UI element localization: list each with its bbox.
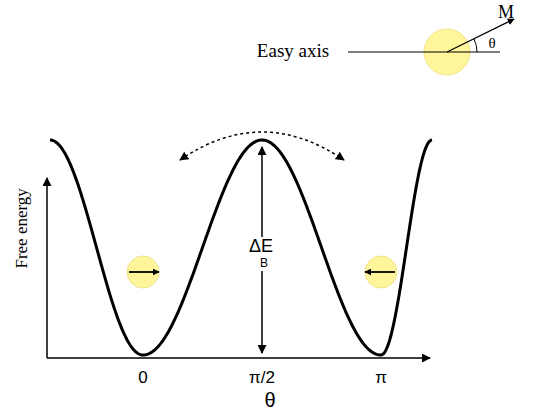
- axis-label: Easy axis: [257, 41, 329, 62]
- switching-arrow: [180, 132, 344, 160]
- barrier-label: ΔE: [247, 237, 275, 257]
- angle-label: θ: [488, 35, 495, 52]
- axis-title: θ: [264, 389, 275, 411]
- angle-arc: [474, 39, 477, 52]
- tick-label: 0: [138, 369, 147, 388]
- x-axis: [47, 357, 430, 359]
- magnetization-arrow: [447, 19, 514, 52]
- particle: [365, 256, 397, 288]
- energy-curve: [50, 140, 432, 355]
- y-axis: [46, 178, 48, 358]
- particle: [127, 256, 159, 288]
- vector-label: M: [498, 3, 514, 23]
- tick-label: π: [375, 369, 387, 388]
- subscript-label: B: [258, 257, 270, 270]
- tick-label: π/2: [249, 369, 275, 388]
- moment-arrow: [129, 271, 159, 273]
- moment-arrow: [365, 271, 395, 273]
- axis-title: Free energy: [13, 188, 32, 268]
